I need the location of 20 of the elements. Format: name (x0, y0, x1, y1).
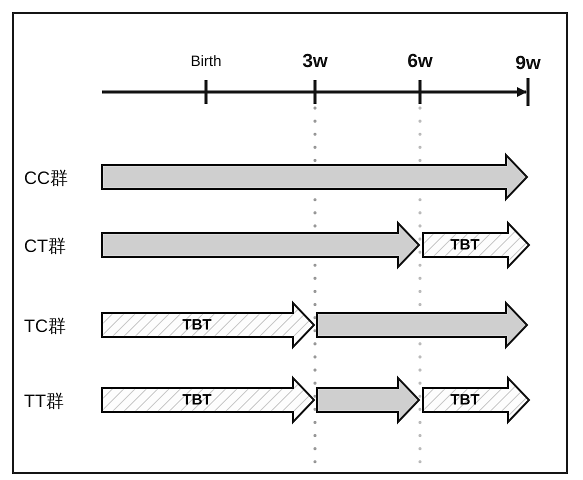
period-band (422, 377, 530, 423)
period-band (101, 302, 315, 348)
axis-tick-label: 3w (302, 50, 328, 73)
treatment-label: TBT (181, 316, 213, 334)
period-band (422, 222, 530, 268)
period-band (316, 377, 420, 423)
period-band (101, 154, 528, 200)
treatment-label: TBT (181, 392, 213, 408)
group-label: CT群 (24, 235, 66, 258)
group-label: TC群 (24, 315, 66, 338)
treatment-label: TBT (449, 236, 481, 254)
period-band (316, 302, 528, 348)
axis-tick-label: 6w (407, 50, 433, 73)
group-label: TT群 (24, 390, 64, 414)
period-band (101, 222, 420, 268)
period-band (101, 377, 315, 423)
axis-tick-label: Birth (190, 53, 222, 70)
treatment-label: TBT (449, 392, 481, 408)
axis-tick-label: 9w (515, 52, 541, 75)
group-label: CC群 (24, 167, 68, 190)
